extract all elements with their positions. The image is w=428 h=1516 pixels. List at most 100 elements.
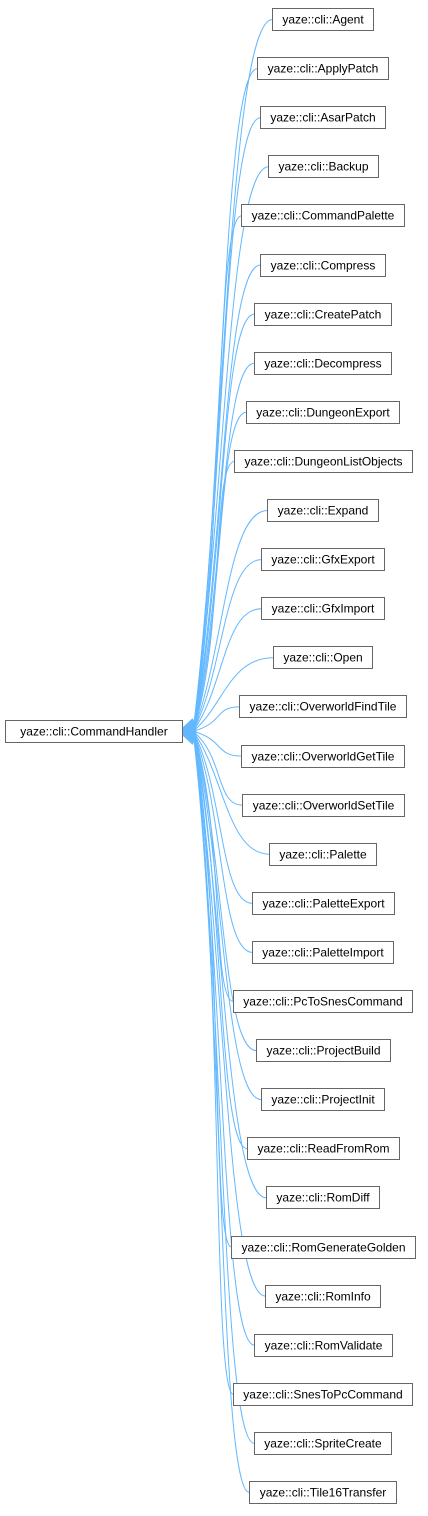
class-node-command-palette-label: yaze::cli::CommandPalette bbox=[252, 209, 395, 223]
class-node-open-label: yaze::cli::Open bbox=[283, 651, 362, 665]
class-node-dungeon-list-objects-box bbox=[234, 450, 413, 473]
class-node-pc-to-snes-command-label: yaze::cli::PcToSnesCommand bbox=[243, 995, 402, 1009]
class-node-snes-to-pc-command[interactable]: yaze::cli::SnesToPcCommand bbox=[233, 1383, 413, 1406]
edge-rom-info bbox=[193, 737, 266, 1297]
class-node-palette-import[interactable]: yaze::cli::PaletteImport bbox=[252, 941, 394, 964]
class-node-compress-box bbox=[260, 254, 386, 277]
class-node-rom-generate-golden-label: yaze::cli::RomGenerateGolden bbox=[241, 1241, 405, 1255]
edge-rom-diff bbox=[193, 736, 267, 1199]
class-node-overworld-set-tile[interactable]: yaze::cli::OverworldSetTile bbox=[242, 794, 405, 817]
class-node-dungeon-list-objects[interactable]: yaze::cli::DungeonListObjects bbox=[234, 450, 413, 473]
class-node-rom-generate-golden[interactable]: yaze::cli::RomGenerateGolden bbox=[231, 1236, 416, 1259]
edge-overworld-find-tile bbox=[193, 706, 240, 732]
class-node-rom-validate-box bbox=[254, 1334, 393, 1357]
class-node-project-build[interactable]: yaze::cli::ProjectBuild bbox=[256, 1039, 391, 1062]
class-node-open-box bbox=[273, 646, 373, 669]
class-node-snes-to-pc-command-box bbox=[233, 1383, 413, 1406]
class-node-pc-to-snes-command[interactable]: yaze::cli::PcToSnesCommand bbox=[233, 990, 413, 1013]
class-node-command-palette[interactable]: yaze::cli::CommandPalette bbox=[241, 204, 405, 227]
class-node-create-patch-label: yaze::cli::CreatePatch bbox=[265, 308, 382, 322]
class-node-sprite-create[interactable]: yaze::cli::SpriteCreate bbox=[254, 1432, 392, 1455]
class-node-project-init-label: yaze::cli::ProjectInit bbox=[271, 1093, 375, 1107]
edge-project-build bbox=[193, 734, 257, 1052]
class-node-rom-diff-box bbox=[266, 1186, 380, 1209]
class-node-rom-info[interactable]: yaze::cli::RomInfo bbox=[265, 1285, 381, 1308]
class-node-expand-label: yaze::cli::Expand bbox=[278, 504, 369, 518]
class-node-create-patch[interactable]: yaze::cli::CreatePatch bbox=[254, 303, 392, 326]
edge-snes-to-pc-command bbox=[193, 738, 234, 1395]
class-node-overworld-find-tile-label: yaze::cli::OverworldFindTile bbox=[250, 700, 397, 714]
edge-command-palette bbox=[193, 215, 242, 726]
class-node-project-init[interactable]: yaze::cli::ProjectInit bbox=[261, 1088, 385, 1111]
class-node-tile16-transfer[interactable]: yaze::cli::Tile16Transfer bbox=[249, 1481, 397, 1504]
class-node-snes-to-pc-command-label: yaze::cli::SnesToPcCommand bbox=[243, 1388, 402, 1402]
edge-palette-import bbox=[193, 733, 253, 953]
edge-pc-to-snes-command bbox=[193, 734, 234, 1002]
class-node-palette-export-label: yaze::cli::PaletteExport bbox=[262, 897, 385, 911]
class-node-expand-box bbox=[267, 499, 379, 522]
class-node-rom-diff[interactable]: yaze::cli::RomDiff bbox=[266, 1186, 380, 1209]
class-node-tile16-transfer-box bbox=[249, 1481, 397, 1504]
class-node-asar-patch-box bbox=[260, 106, 386, 129]
class-node-read-from-rom-label: yaze::cli::ReadFromRom bbox=[257, 1142, 389, 1156]
class-node-overworld-find-tile-box bbox=[239, 695, 407, 718]
class-node-gfx-import-label: yaze::cli::GfxImport bbox=[272, 602, 375, 616]
class-node-backup-box bbox=[268, 155, 379, 178]
class-node-rom-validate[interactable]: yaze::cli::RomValidate bbox=[254, 1334, 393, 1357]
class-node-overworld-get-tile[interactable]: yaze::cli::OverworldGetTile bbox=[241, 745, 405, 768]
class-node-rom-generate-golden-box bbox=[231, 1236, 416, 1259]
class-node-gfx-export[interactable]: yaze::cli::GfxExport bbox=[261, 548, 385, 571]
class-node-apply-patch-label: yaze::cli::ApplyPatch bbox=[268, 62, 379, 76]
class-nodes: yaze::cli::CommandHandler yaze::cli::Agen… bbox=[5, 8, 416, 1504]
class-node-asar-patch[interactable]: yaze::cli::AsarPatch bbox=[260, 106, 386, 129]
class-node-overworld-set-tile-box bbox=[242, 794, 405, 817]
class-node-palette[interactable]: yaze::cli::Palette bbox=[269, 843, 377, 866]
class-node-dungeon-export-label: yaze::cli::DungeonExport bbox=[256, 406, 390, 420]
class-node-rom-info-box bbox=[265, 1285, 381, 1308]
class-node-backup[interactable]: yaze::cli::Backup bbox=[268, 155, 379, 178]
class-node-decompress-box bbox=[254, 352, 392, 375]
class-node-compress-label: yaze::cli::Compress bbox=[271, 259, 376, 273]
edge-asar-patch bbox=[193, 117, 261, 725]
class-node-dungeon-export-box bbox=[246, 401, 400, 424]
edge-gfx-import bbox=[193, 608, 262, 731]
base-class-node[interactable]: yaze::cli::CommandHandler bbox=[5, 720, 183, 743]
class-node-gfx-export-label: yaze::cli::GfxExport bbox=[271, 553, 375, 567]
class-node-agent[interactable]: yaze::cli::Agent bbox=[272, 8, 374, 31]
edge-read-from-rom bbox=[193, 735, 248, 1150]
class-node-dungeon-export[interactable]: yaze::cli::DungeonExport bbox=[246, 401, 400, 424]
class-node-project-init-box bbox=[261, 1088, 385, 1111]
class-node-agent-box bbox=[272, 8, 374, 31]
class-node-rom-validate-label: yaze::cli::RomValidate bbox=[265, 1339, 383, 1353]
class-node-read-from-rom[interactable]: yaze::cli::ReadFromRom bbox=[247, 1137, 400, 1160]
edge-dungeon-export bbox=[193, 411, 247, 728]
base-class-node-label: yaze::cli::CommandHandler bbox=[20, 725, 167, 739]
edge-overworld-set-tile bbox=[193, 731, 243, 806]
edge-expand bbox=[193, 510, 268, 729]
edge-decompress bbox=[193, 362, 255, 728]
base-class-node-box bbox=[5, 720, 183, 743]
class-node-compress[interactable]: yaze::cli::Compress bbox=[260, 254, 386, 277]
edge-compress bbox=[193, 264, 261, 727]
edge-project-init bbox=[193, 735, 262, 1101]
class-node-palette-export[interactable]: yaze::cli::PaletteExport bbox=[252, 892, 395, 915]
edge-overworld-get-tile bbox=[193, 731, 242, 757]
class-node-gfx-import[interactable]: yaze::cli::GfxImport bbox=[261, 597, 385, 620]
edge-create-patch bbox=[193, 313, 255, 727]
class-node-apply-patch[interactable]: yaze::cli::ApplyPatch bbox=[257, 57, 389, 80]
class-node-decompress[interactable]: yaze::cli::Decompress bbox=[254, 352, 392, 375]
class-node-apply-patch-box bbox=[257, 57, 389, 80]
class-node-open[interactable]: yaze::cli::Open bbox=[273, 646, 373, 669]
class-node-expand[interactable]: yaze::cli::Expand bbox=[267, 499, 379, 522]
class-node-dungeon-list-objects-label: yaze::cli::DungeonListObjects bbox=[244, 455, 402, 469]
class-node-project-build-box bbox=[256, 1039, 391, 1062]
class-node-gfx-export-box bbox=[261, 548, 385, 571]
class-node-overworld-find-tile[interactable]: yaze::cli::OverworldFindTile bbox=[239, 695, 407, 718]
class-node-asar-patch-label: yaze::cli::AsarPatch bbox=[270, 111, 375, 125]
class-node-read-from-rom-box bbox=[247, 1137, 400, 1160]
edge-sprite-create bbox=[193, 739, 255, 1444]
class-node-gfx-import-box bbox=[261, 597, 385, 620]
edge-rom-validate bbox=[193, 738, 255, 1346]
class-node-overworld-get-tile-label: yaze::cli::OverworldGetTile bbox=[252, 750, 395, 764]
